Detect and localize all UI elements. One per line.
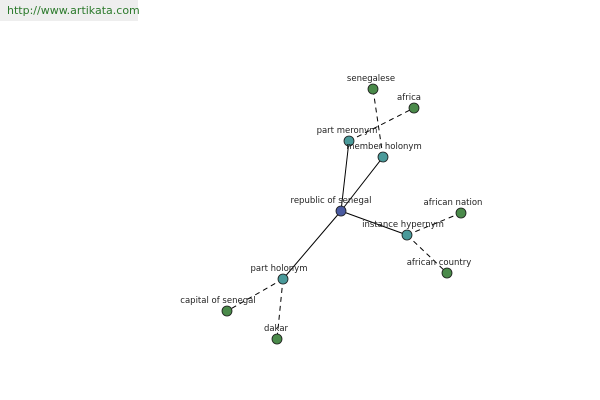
edge-instance-hypernym-to-african-nation <box>406 212 462 236</box>
edge-member-holonym-to-senegalese <box>372 88 384 158</box>
node-part-meronym[interactable] <box>343 135 355 147</box>
node-african-country[interactable] <box>441 267 453 279</box>
node-label-member-holonym[interactable]: member holonym <box>346 142 421 152</box>
node-label-african-nation[interactable]: african nation <box>424 198 483 208</box>
edge-center-to-part-meronym <box>340 140 350 212</box>
node-center[interactable] <box>335 205 347 217</box>
node-label-center[interactable]: republic of senegal <box>291 196 372 206</box>
node-part-holonym[interactable] <box>277 273 289 285</box>
node-africa[interactable] <box>408 102 420 114</box>
node-label-part-meronym[interactable]: part meronym <box>317 126 378 136</box>
edge-part-meronym-to-africa <box>348 107 415 142</box>
node-label-senegalese[interactable]: senegalese <box>347 74 395 84</box>
node-member-holonym[interactable] <box>377 151 389 163</box>
url-bar: http://www.artikata.com <box>0 0 140 21</box>
node-dakar[interactable] <box>271 333 283 345</box>
edge-part-holonym-to-dakar <box>276 278 284 340</box>
node-capital-of-senegal[interactable] <box>221 305 233 317</box>
graph-edges <box>226 88 462 340</box>
site-url[interactable]: http://www.artikata.com <box>7 4 140 17</box>
node-african-nation[interactable] <box>455 207 467 219</box>
edge-center-to-instance-hypernym <box>340 210 408 236</box>
node-senegalese[interactable] <box>367 83 379 95</box>
node-label-african-country[interactable]: african country <box>407 258 472 268</box>
edge-center-to-member-holonym <box>340 156 384 212</box>
node-label-capital-of-senegal[interactable]: capital of senegal <box>180 296 255 306</box>
edge-instance-hypernym-to-african-country <box>406 234 448 274</box>
node-label-dakar[interactable]: dakar <box>264 324 289 334</box>
node-label-instance-hypernym[interactable]: instance hypernym <box>362 220 444 230</box>
node-label-africa[interactable]: africa <box>397 93 421 103</box>
node-instance-hypernym[interactable] <box>401 229 413 241</box>
edge-center-to-part-holonym <box>282 210 342 280</box>
node-label-part-holonym[interactable]: part holonym <box>251 264 308 274</box>
edge-part-holonym-to-capital-of-senegal <box>226 278 284 312</box>
graph-nodes: republic of senegal part meronym member ho… <box>180 74 483 345</box>
